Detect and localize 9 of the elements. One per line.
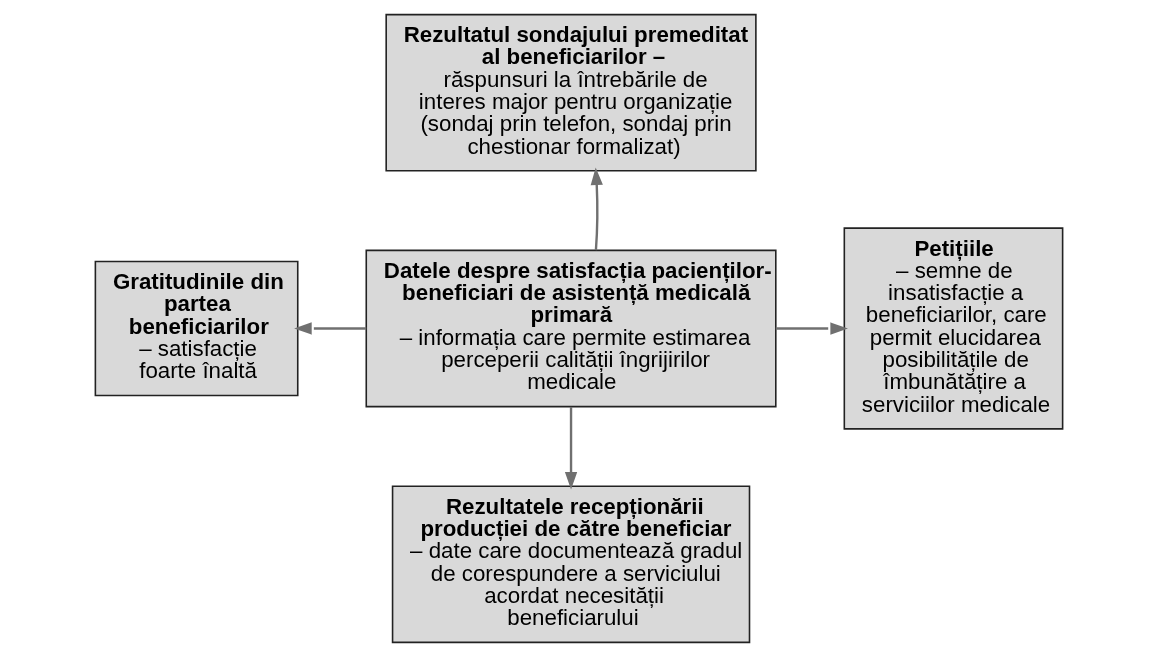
- node-box: Petițiile – semne de insatisfacție a beneficiarilor, care permit elucidarea posibilitățile de îmbunătățire a serviciilor medicale: [843, 227, 1063, 430]
- arrow: [293, 322, 366, 335]
- arrow: [590, 167, 603, 251]
- node-box: Rezultatele recepționării producției de către beneficiar – date care documentează gradul de corespundere a serviciului acordat necesității beneficiarului: [391, 485, 750, 644]
- node-box: Rezultatul sondajului premeditat al beneficiarilor – răspunsuri la întrebările de interes major pentru organizație (sondaj prin telefon, sondaj prin chestionar formalizat): [384, 13, 757, 172]
- arrow: [564, 406, 577, 490]
- node-box: Gratitudinile din partea beneficiarilor – satisfacție foarte înaltă: [94, 260, 299, 397]
- node-box: Datele despre satisfacția pacienților-beneficiari de asistență medicală primară – informația care permite estimarea perceperii calității îngrijirilor medicale: [364, 249, 777, 408]
- arrow: [775, 322, 848, 335]
